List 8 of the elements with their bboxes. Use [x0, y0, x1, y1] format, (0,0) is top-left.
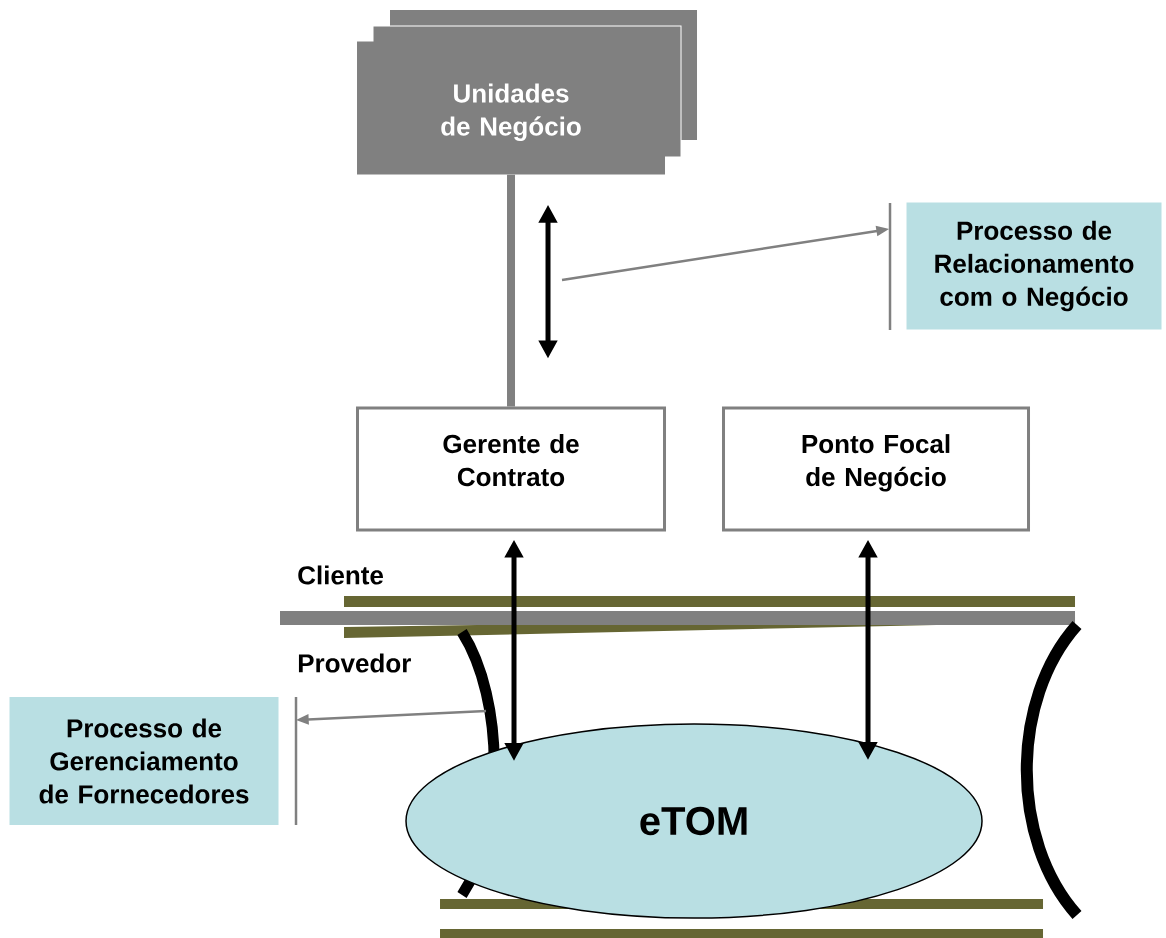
stacked-box: Unidades de Negócio	[357, 10, 697, 175]
side-label: Provedor	[298, 653, 411, 673]
side-label: Cliente	[298, 565, 383, 585]
process-box: Processo de Gerenciamento de Fornecedores	[9, 697, 279, 825]
role-box: Ponto Focal de Negócio	[722, 406, 1030, 532]
role-box: Gerente de Contrato	[356, 406, 666, 532]
arc-bracket	[1020, 621, 1082, 919]
process-box: Processo de Relacionamento com o Negócio	[906, 202, 1162, 330]
